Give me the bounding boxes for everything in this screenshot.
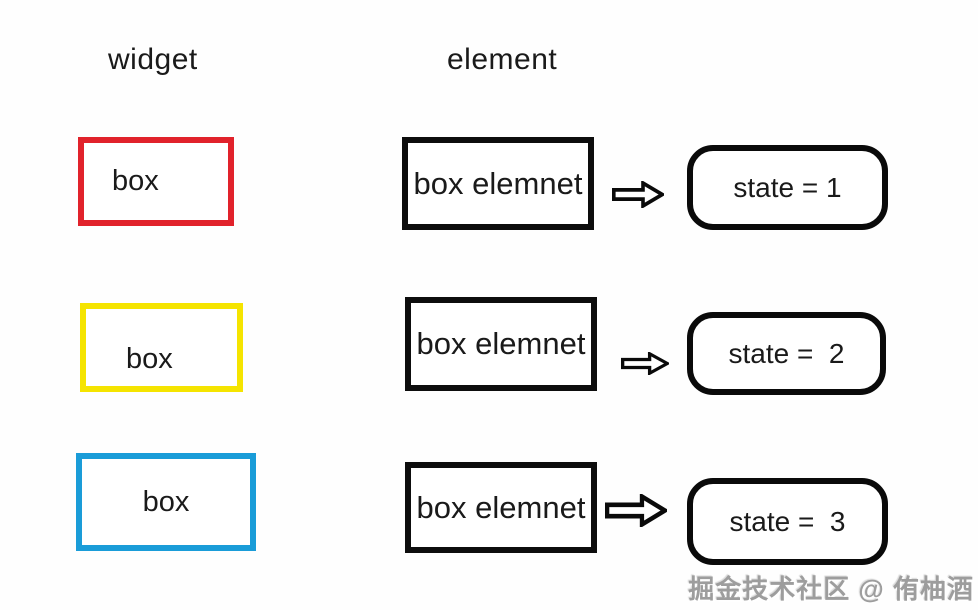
state-box: state = 3 [687, 478, 888, 565]
state-box-label: state = 1 [733, 171, 842, 203]
element-box-label: box elemnet [416, 326, 586, 361]
widget-box-label: box [112, 165, 159, 197]
state-box-label: state = 2 [728, 337, 845, 369]
state-box: state = 2 [687, 312, 886, 395]
arrow-right-icon [605, 494, 667, 527]
widget-box-yellow: box [80, 303, 243, 392]
widget-box-label: box [142, 485, 190, 518]
state-box-label: state = 3 [729, 505, 846, 537]
element-box: box elemnet [405, 462, 597, 553]
state-box: state = 1 [687, 145, 888, 230]
element-box-label: box elemnet [413, 165, 583, 201]
widget-column-header: widget [108, 43, 198, 76]
widget-box-blue: box [76, 453, 256, 551]
widget-box-red: box [78, 137, 234, 226]
arrow-right-icon [621, 352, 669, 375]
watermark-text: 掘金技术社区 @ 侑柚酒 [688, 574, 974, 604]
arrow-right-icon [612, 181, 664, 208]
element-box-label: box elemnet [416, 489, 586, 525]
element-box: box elemnet [402, 137, 594, 230]
widget-box-label: box [126, 343, 173, 375]
element-column-header: element [447, 43, 558, 76]
element-box: box elemnet [405, 297, 597, 391]
